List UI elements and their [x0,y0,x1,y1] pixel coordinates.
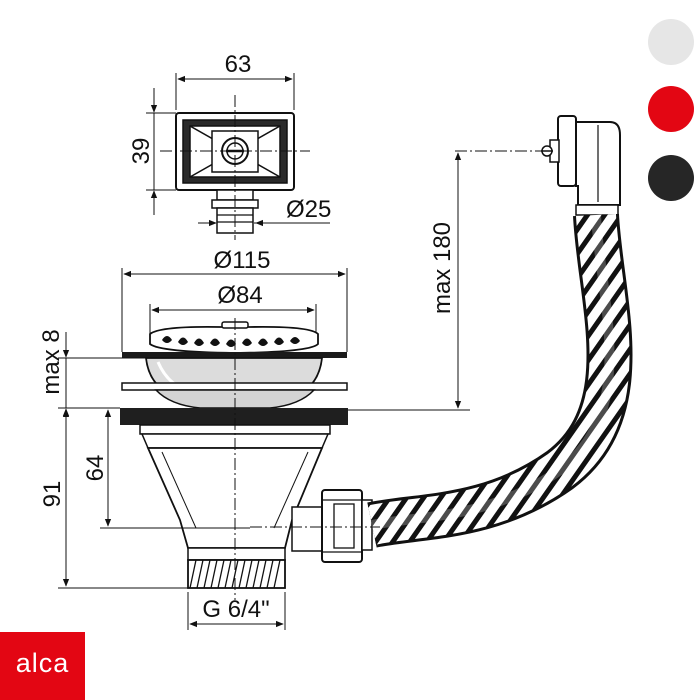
dim-39 [146,88,176,215]
strainer-basket [149,321,319,354]
dim-64-label: 64 [82,455,109,482]
color-swatch-white[interactable] [648,19,694,65]
brand-logo-box [0,632,85,700]
dim-63 [175,73,295,110]
dim-thread-label: G 6/4" [202,596,269,623]
main-centerlines [234,150,545,600]
top-centerlines [160,95,310,240]
color-swatch-black[interactable] [648,155,694,201]
dim-max180-label: max 180 [429,222,456,314]
corrugated-hose-ribs [367,213,630,545]
dim-91 [58,409,188,589]
dim-39-label: 39 [128,138,155,165]
overflow-elbow [541,115,621,216]
dim-thread [187,592,286,630]
dim-115 [121,268,348,352]
dim-115-label: Ø115 [214,247,271,274]
dim-84 [149,304,317,334]
dim-max180 [348,152,470,411]
dim-25-label: Ø25 [286,196,331,223]
dim-91-label: 91 [39,481,66,508]
color-swatch-red[interactable] [648,86,694,132]
dim-64 [100,409,250,529]
sink-slab [120,408,348,425]
brand-logo-text: alca [15,648,70,678]
dim-63-label: 63 [225,51,252,78]
side-outlet [291,489,373,563]
dim-max8-label: max 8 [38,329,65,394]
dim-84-label: Ø84 [217,282,262,309]
